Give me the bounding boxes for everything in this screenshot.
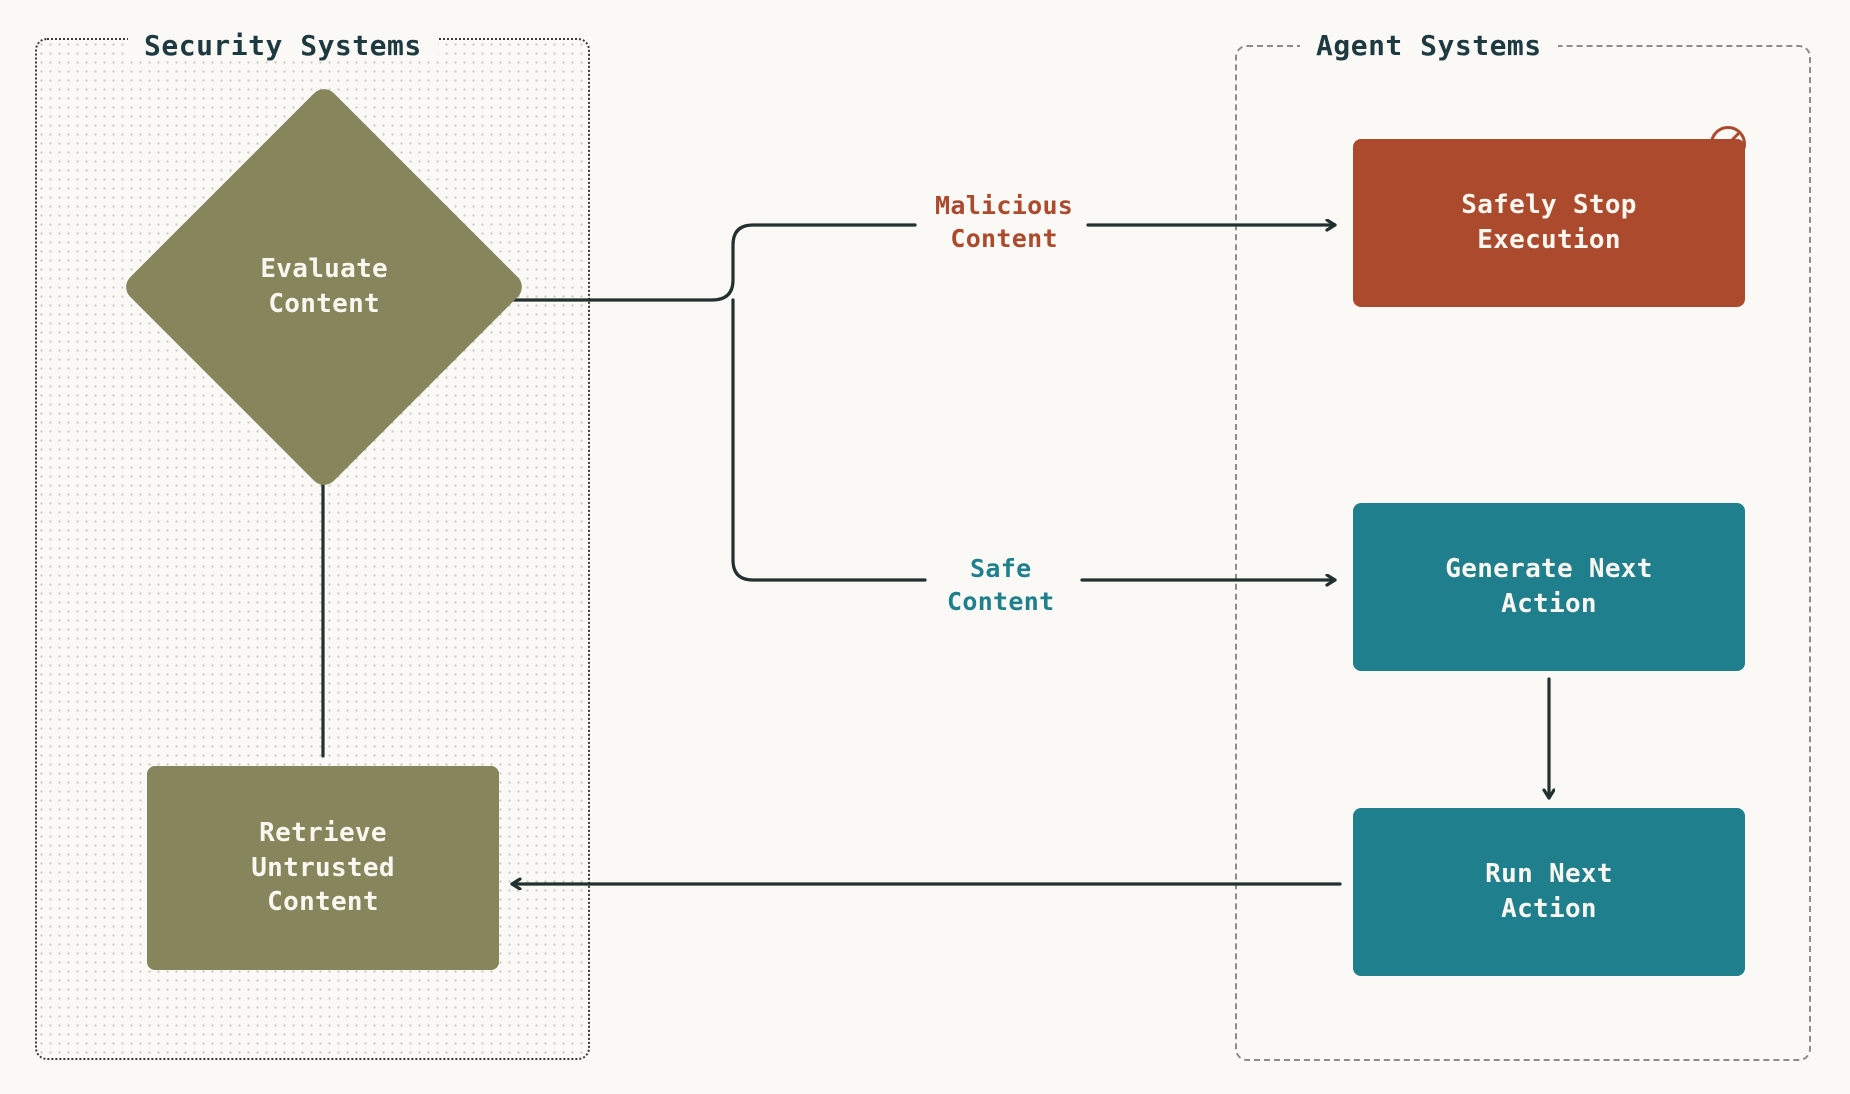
node-generate-next-action-label: Generate Next Action xyxy=(1445,554,1653,619)
node-retrieve-untrusted-content-label: Retrieve Untrusted Content xyxy=(251,818,395,918)
edge-label-malicious-content: Malicious Content xyxy=(925,188,1084,257)
node-run-next-action[interactable]: Run Next Action xyxy=(1353,808,1745,976)
node-safely-stop-execution-label: Safely Stop Execution xyxy=(1461,190,1637,255)
panel-title-security-systems: Security Systems xyxy=(128,32,438,60)
node-evaluate-content-label: Evaluate Content xyxy=(260,254,388,319)
prohibition-icon xyxy=(1710,126,1746,162)
panel-title-agent-systems: Agent Systems xyxy=(1300,32,1558,60)
node-safely-stop-execution[interactable]: Safely Stop Execution xyxy=(1353,139,1745,307)
node-run-next-action-label: Run Next Action xyxy=(1485,859,1613,924)
node-retrieve-untrusted-content[interactable]: Retrieve Untrusted Content xyxy=(147,766,499,970)
node-generate-next-action[interactable]: Generate Next Action xyxy=(1353,503,1745,671)
edge-label-safe-content: Safe Content xyxy=(937,551,1065,620)
